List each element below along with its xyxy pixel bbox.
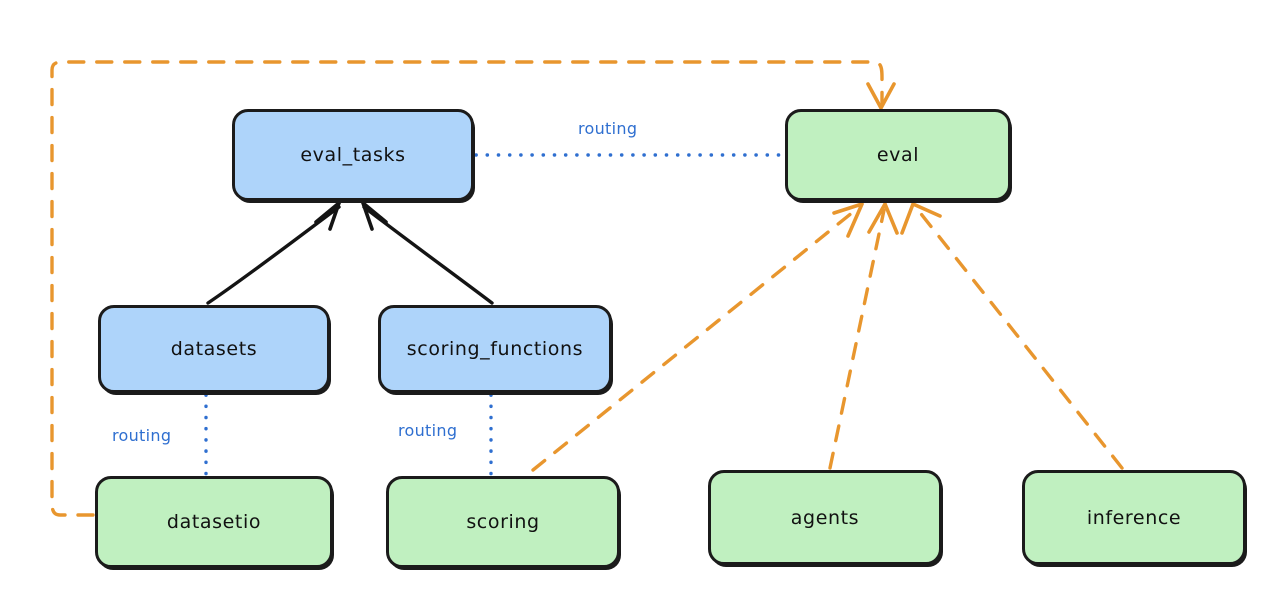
node-label: datasets: [170, 338, 258, 360]
node-label: scoring_functions: [406, 338, 584, 360]
edge-label-routing-datasets-datasetio: routing: [112, 426, 172, 445]
node-eval[interactable]: eval: [785, 109, 1011, 201]
node-label: datasetio: [166, 511, 262, 533]
node-eval-tasks[interactable]: eval_tasks: [232, 109, 474, 201]
edge-composition-scoring_functions-eval_tasks: [361, 201, 494, 305]
edge-composition-datasets-eval_tasks: [206, 201, 341, 305]
node-inference[interactable]: inference: [1022, 470, 1246, 565]
node-scoring-functions[interactable]: scoring_functions: [378, 305, 612, 393]
node-label: eval_tasks: [300, 144, 406, 166]
node-label: eval: [876, 144, 920, 166]
node-label: scoring: [466, 511, 540, 533]
node-datasetio[interactable]: datasetio: [95, 476, 333, 568]
edge-dependency-datasetio-eval: [50, 60, 896, 517]
edge-dependency-inference-eval: [900, 202, 1124, 470]
edge-label-routing-scoring-functions-scoring: routing: [398, 421, 458, 440]
node-label: agents: [790, 506, 860, 529]
edge-label-routing-eval-tasks-eval: routing: [578, 119, 638, 138]
node-datasets[interactable]: datasets: [98, 305, 330, 393]
node-label: inference: [1086, 506, 1182, 529]
edge-dependency-agents-eval: [828, 202, 899, 470]
node-agents[interactable]: agents: [708, 470, 942, 565]
edge-dependency-scoring-eval: [531, 202, 864, 472]
node-scoring[interactable]: scoring: [386, 476, 620, 568]
